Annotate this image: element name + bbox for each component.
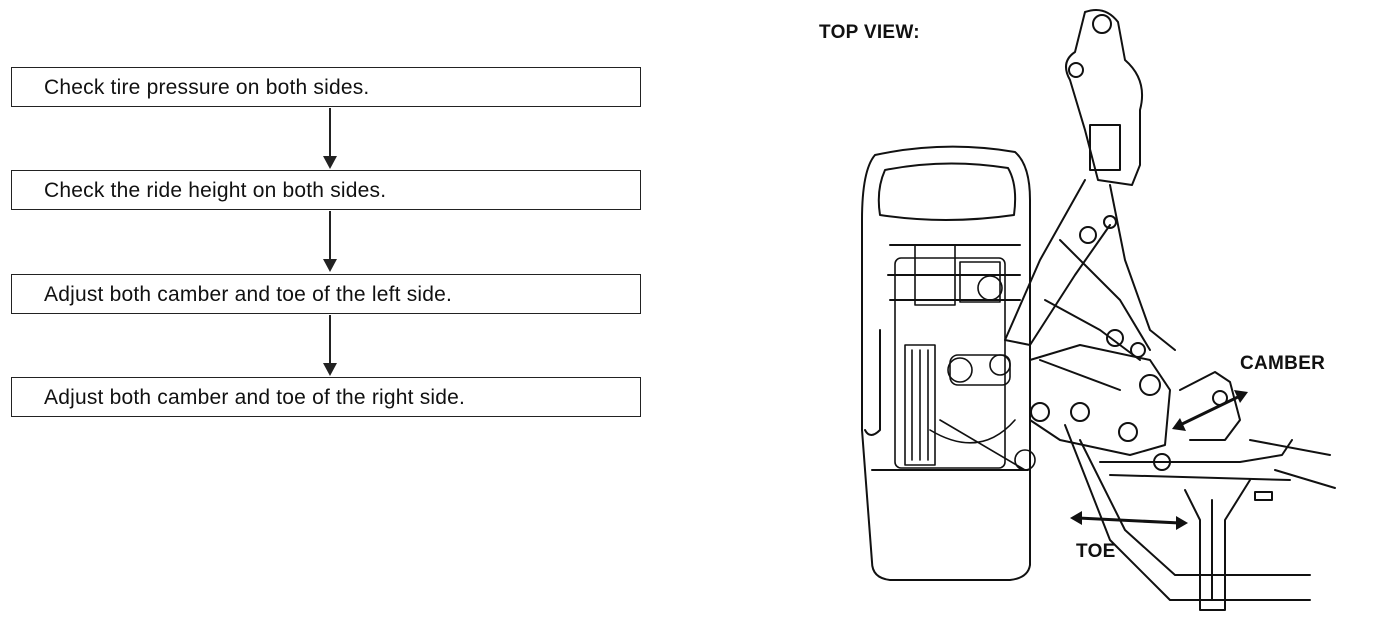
flow-arrow-icon (320, 315, 340, 377)
hub-assembly-icon (894, 244, 1036, 471)
flow-arrow-icon (320, 108, 340, 170)
step-adjust-left-side: Adjust both camber and toe of the left s… (11, 274, 641, 314)
tire-icon (861, 145, 1031, 581)
camber-arrow-icon (1172, 390, 1248, 431)
step-label: Check tire pressure on both sides. (44, 76, 370, 99)
step-adjust-right-side: Adjust both camber and toe of the right … (11, 377, 641, 417)
toe-label: TOE (1076, 541, 1116, 562)
suspension-top-view-illustration (861, 9, 1336, 611)
step-check-ride-height: Check the ride height on both sides. (11, 170, 641, 210)
step-label: Check the ride height on both sides. (44, 179, 387, 202)
step-label: Adjust both camber and toe of the left s… (44, 283, 453, 306)
flow-arrow-icon (320, 211, 340, 273)
knuckle-arm-icon (1004, 9, 1176, 361)
subframe-icon (1184, 479, 1273, 611)
top-view-label: TOP VIEW: (819, 22, 920, 43)
toe-arrow-icon (1070, 511, 1188, 530)
camber-label: CAMBER (1240, 353, 1326, 374)
step-check-tire-pressure: Check tire pressure on both sides. (11, 67, 641, 107)
step-label: Adjust both camber and toe of the right … (44, 386, 466, 409)
lower-arm-icon (1029, 344, 1336, 601)
